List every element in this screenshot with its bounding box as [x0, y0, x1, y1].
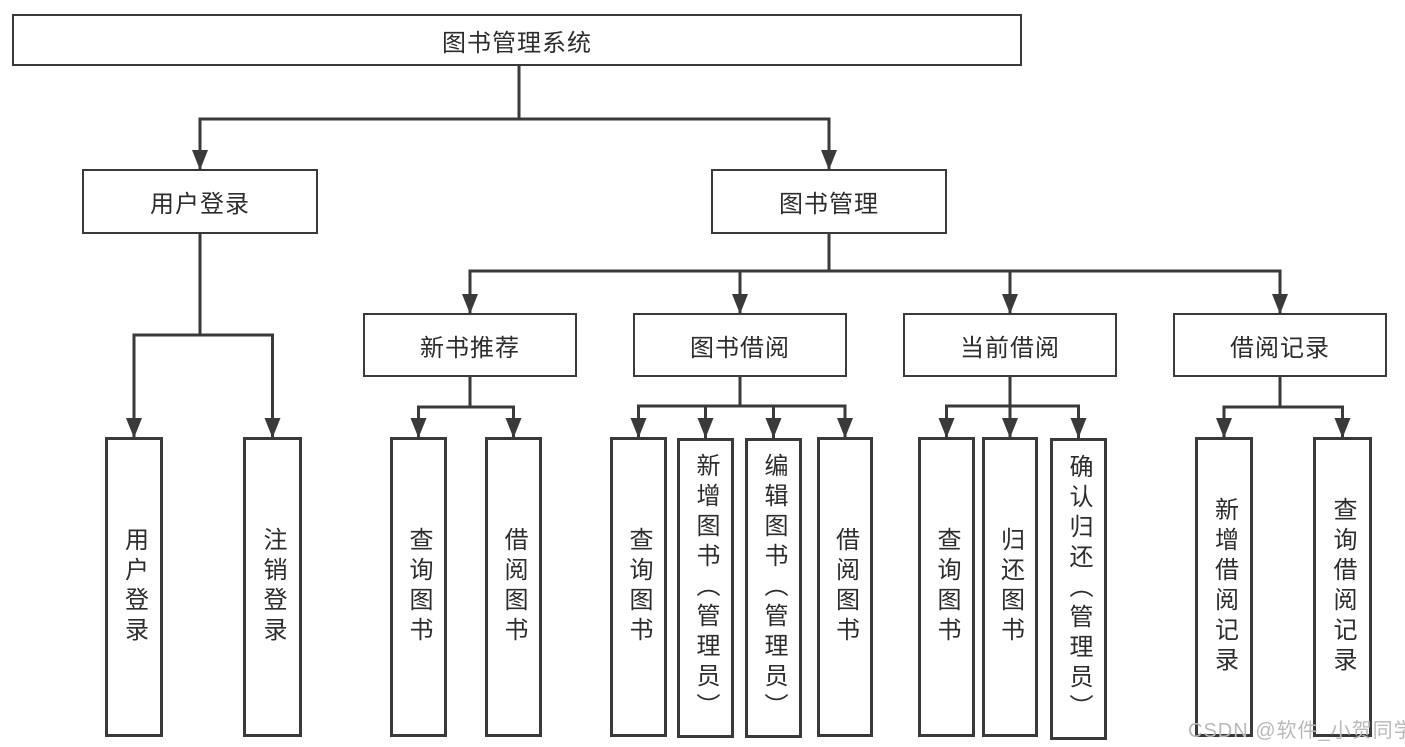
- leaf-nbr-query-books: 查询图书: [390, 437, 447, 737]
- leaf-br-query-record: 查询借阅记录: [1313, 437, 1372, 737]
- node-current-borrowing: 当前借阅: [903, 313, 1117, 377]
- csdn-watermark: CSDN @软件_小贺同学: [1188, 720, 1405, 742]
- node-book-management: 图书管理: [711, 169, 947, 234]
- node-book-borrowing: 图书借阅: [633, 313, 847, 377]
- leaf-cb-confirm-return-admin: 确认归还（管理员）: [1050, 438, 1107, 740]
- node-user-login: 用户登录: [82, 169, 318, 234]
- leaf-cb-query-books: 查询图书: [918, 437, 975, 737]
- node-root-library-system: 图书管理系统: [12, 14, 1022, 66]
- leaf-bb-add-books-admin: 新增图书（管理员）: [677, 438, 734, 738]
- node-new-book-recommend: 新书推荐: [363, 313, 577, 377]
- leaf-user-login: 用户登录: [105, 437, 163, 737]
- leaf-cb-return-books: 归还图书: [982, 437, 1038, 737]
- leaf-bb-query-books: 查询图书: [610, 437, 667, 737]
- leaf-bb-borrow-books: 借阅图书: [817, 437, 873, 737]
- node-borrowing-records: 借阅记录: [1173, 313, 1387, 377]
- leaf-br-add-record: 新增借阅记录: [1195, 437, 1253, 737]
- leaf-logout: 注销登录: [243, 437, 302, 737]
- leaf-bb-edit-books-admin: 编辑图书（管理员）: [745, 438, 802, 738]
- leaf-nbr-borrow-books: 借阅图书: [485, 437, 542, 737]
